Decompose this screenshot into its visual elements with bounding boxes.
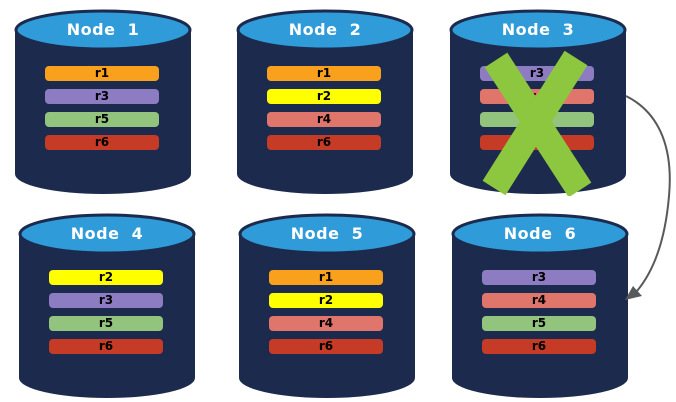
node-title: Node 3 — [501, 20, 575, 39]
replica-row: r2 — [269, 293, 383, 308]
replica-row: r1 — [45, 66, 159, 81]
replica-label: r1 — [318, 270, 334, 284]
replica-label: r5 — [531, 316, 547, 330]
replica-label: r4 — [316, 112, 332, 126]
replica-label: r3 — [94, 89, 110, 103]
replica-label: r2 — [316, 89, 332, 103]
replica-label: r6 — [316, 135, 332, 149]
replica-row: r2 — [49, 270, 163, 285]
replica-label: r4 — [318, 316, 334, 330]
replica-label: r2 — [98, 270, 114, 284]
replica-list: r1 r3 r5 r6 — [45, 66, 159, 150]
node-title: Node 4 — [70, 224, 144, 243]
replica-label: r2 — [318, 293, 334, 307]
replica-label: r6 — [94, 135, 110, 149]
replica-label: r1 — [316, 66, 332, 80]
replica-label: r3 — [529, 66, 545, 80]
replica-row: r1 — [269, 270, 383, 285]
replica-row: r6 — [269, 339, 383, 354]
replica-label: r6 — [318, 339, 334, 353]
node-6: Node 6 r3 r4 r5 r6 — [450, 212, 630, 400]
replica-label: r6 — [531, 339, 547, 353]
replica-list: r3 r4 r5 r6 — [482, 270, 596, 354]
node-title: Node 2 — [288, 20, 362, 39]
replica-row: r6 — [267, 135, 381, 150]
replica-label: r3 — [98, 293, 114, 307]
replica-row: r6 — [45, 135, 159, 150]
replica-row: r5 — [482, 316, 596, 331]
node-1: Node 1 r1 r3 r5 r6 — [13, 8, 193, 196]
replica-row: r3 — [45, 89, 159, 104]
replica-row: r6 — [482, 339, 596, 354]
node-title: Node 6 — [503, 224, 577, 243]
node-3: Node 3 r3 r4 r5 r6 — [448, 8, 628, 196]
replica-row: r4 — [269, 316, 383, 331]
replica-label: r5 — [94, 112, 110, 126]
replica-row: r3 — [482, 270, 596, 285]
replica-row: r6 — [49, 339, 163, 354]
failure-x-icon — [482, 50, 592, 196]
replica-row: r5 — [49, 316, 163, 331]
replica-label: r3 — [531, 270, 547, 284]
node-2: Node 2 r1 r2 r4 r6 — [235, 8, 415, 196]
replica-label: r5 — [98, 316, 114, 330]
replica-row: r1 — [267, 66, 381, 81]
node-title: Node 5 — [290, 224, 364, 243]
replica-label: r6 — [98, 339, 114, 353]
replica-list: r1 r2 r4 r6 — [267, 66, 381, 150]
replica-row: r3 — [49, 293, 163, 308]
replica-list: r2 r3 r5 r6 — [49, 270, 163, 354]
replica-row: r4 — [267, 112, 381, 127]
replica-label: r4 — [531, 293, 547, 307]
replica-label: r1 — [94, 66, 110, 80]
replica-list: r1 r2 r4 r6 — [269, 270, 383, 354]
node-title: Node 1 — [66, 20, 140, 39]
replica-row: r4 — [482, 293, 596, 308]
replica-row: r2 — [267, 89, 381, 104]
replica-row: r5 — [45, 112, 159, 127]
node-4: Node 4 r2 r3 r5 r6 — [17, 212, 197, 400]
node-5: Node 5 r1 r2 r4 r6 — [237, 212, 417, 400]
